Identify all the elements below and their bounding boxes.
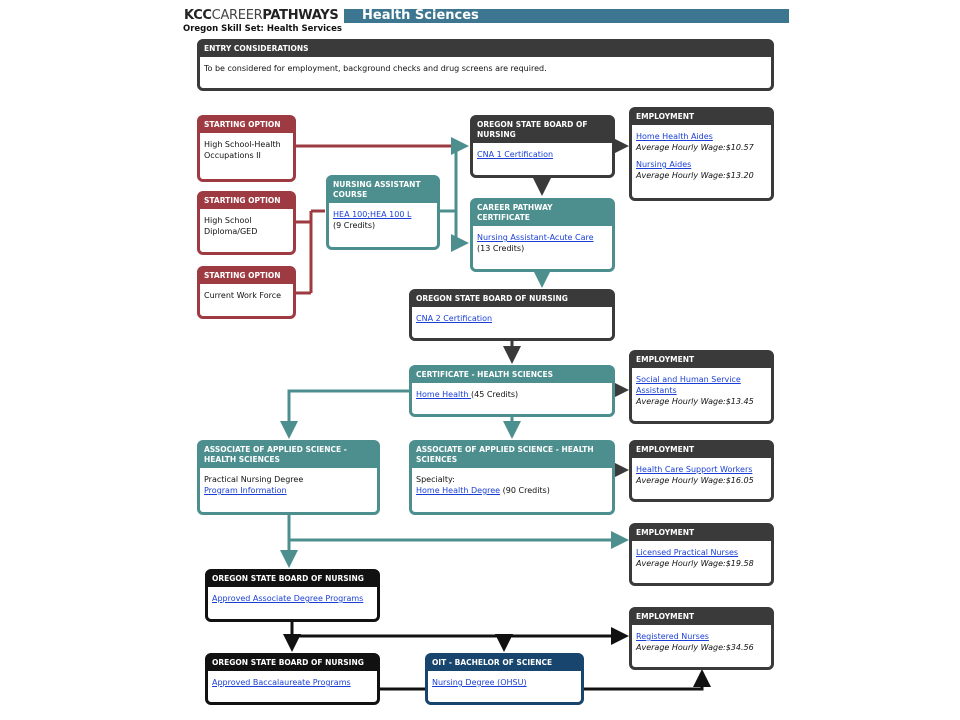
home-health-aides-link[interactable]: Home Health Aides xyxy=(636,132,713,141)
home-health-link[interactable]: Home Health xyxy=(416,390,471,399)
employment-box-social-services: EMPLOYMENT Social and Human Service Assi… xyxy=(629,350,774,424)
starting-option-diploma: STARTING OPTION High School Diploma/GED xyxy=(197,191,296,255)
wage-text: Average Hourly Wage:$10.57 xyxy=(636,143,754,152)
licensed-practical-nurses-link[interactable]: Licensed Practical Nurses xyxy=(636,548,739,557)
wage-text: Average Hourly Wage:$34.56 xyxy=(636,643,754,652)
employment-heading: EMPLOYMENT xyxy=(632,526,771,541)
employment-box-health-care-support: EMPLOYMENT Health Care Support Workers A… xyxy=(629,440,774,502)
entry-considerations-text: To be considered for employment, backgro… xyxy=(204,64,547,73)
cna1-certification-link[interactable]: CNA 1 Certification xyxy=(477,150,554,159)
aas-heading: ASSOCIATE OF APPLIED SCIENCE - HEALTH SC… xyxy=(200,443,377,468)
aas-specialty-label: Specialty: xyxy=(416,475,455,484)
employment-box-aides: EMPLOYMENT Home Health Aides Average Hou… xyxy=(629,107,774,201)
starting-option-text: Current Work Force xyxy=(204,291,282,300)
aas-heading: ASSOCIATE OF APPLIED SCIENCE - HEALTH SC… xyxy=(412,443,612,468)
certificate-health-sciences-box: CERTIFICATE - HEALTH SCIENCES Home Healt… xyxy=(409,365,615,417)
wage-text: Average Hourly Wage:$13.45 xyxy=(636,397,754,406)
starting-option-heading: STARTING OPTION xyxy=(200,269,293,284)
wage-text: Average Hourly Wage:$16.05 xyxy=(636,476,754,485)
hea-100-link[interactable]: HEA 100;HEA 100 L xyxy=(333,210,412,219)
oit-heading: OIT - BACHELOR OF SCIENCE xyxy=(428,656,581,671)
nursing-assistant-acute-care-link[interactable]: Nursing Assistant-Acute Care xyxy=(477,233,594,242)
osbn-cna2-box: OREGON STATE BOARD OF NURSING CNA 2 Cert… xyxy=(409,289,615,341)
entry-considerations-box: ENTRY CONSIDERATIONS To be considered fo… xyxy=(197,39,774,91)
employment-heading: EMPLOYMENT xyxy=(632,610,771,625)
osbn-cna1-box: OREGON STATE BOARD OF NURSING CNA 1 Cert… xyxy=(470,115,615,178)
social-human-service-assistants-link[interactable]: Social and Human Service Assistants xyxy=(636,375,741,395)
page-header: KCCCAREERPATHWAYS Health Sciences xyxy=(182,9,789,23)
wage-text: Average Hourly Wage:$19.58 xyxy=(636,559,754,568)
employment-heading: EMPLOYMENT xyxy=(632,443,771,458)
career-pathway-certificate-box: CAREER PATHWAY CERTIFICATE Nursing Assis… xyxy=(470,198,615,272)
osbn-heading: OREGON STATE BOARD OF NURSING xyxy=(473,118,612,143)
osbn-heading: OREGON STATE BOARD OF NURSING xyxy=(412,292,612,307)
nursing-aides-link[interactable]: Nursing Aides xyxy=(636,160,692,169)
aas2-credits: (90 Credits) xyxy=(500,486,550,495)
starting-option-health-occupations: STARTING OPTION High School-Health Occup… xyxy=(197,115,296,182)
aas-practical-nursing-box: ASSOCIATE OF APPLIED SCIENCE - HEALTH SC… xyxy=(197,440,380,515)
nursing-assistant-course-heading: NURSING ASSISTANT COURSE xyxy=(329,178,437,203)
starting-option-work-force: STARTING OPTION Current Work Force xyxy=(197,266,296,319)
career-pathway-certificate-heading: CAREER PATHWAY CERTIFICATE xyxy=(473,201,612,226)
approved-baccalaureate-programs-link[interactable]: Approved Baccalaureate Programs xyxy=(212,678,351,687)
page-title: Health Sciences xyxy=(362,8,479,23)
approved-associate-degree-programs-link[interactable]: Approved Associate Degree Programs xyxy=(212,594,364,603)
entry-considerations-heading: ENTRY CONSIDERATIONS xyxy=(200,42,771,57)
starting-option-heading: STARTING OPTION xyxy=(200,118,293,133)
program-information-link[interactable]: Program Information xyxy=(204,486,287,495)
cna2-certification-link[interactable]: CNA 2 Certification xyxy=(416,314,493,323)
starting-option-text: High School Diploma/GED xyxy=(204,216,258,236)
nac-credits: (9 Credits) xyxy=(333,221,376,230)
nursing-degree-ohsu-link[interactable]: Nursing Degree (OHSU) xyxy=(432,678,527,687)
osbn-heading: OREGON STATE BOARD OF NURSING xyxy=(208,572,377,587)
employment-box-rn: EMPLOYMENT Registered Nurses Average Hou… xyxy=(629,607,774,670)
osbn-baccalaureate-box: OREGON STATE BOARD OF NURSING Approved B… xyxy=(205,653,380,705)
aas-home-health-box: ASSOCIATE OF APPLIED SCIENCE - HEALTH SC… xyxy=(409,440,615,515)
employment-heading: EMPLOYMENT xyxy=(632,110,771,125)
certificate-health-sciences-heading: CERTIFICATE - HEALTH SCIENCES xyxy=(412,368,612,383)
health-care-support-workers-link[interactable]: Health Care Support Workers xyxy=(636,465,753,474)
starting-option-heading: STARTING OPTION xyxy=(200,194,293,209)
oit-bachelor-box: OIT - BACHELOR OF SCIENCE Nursing Degree… xyxy=(425,653,584,705)
kcc-logo: KCCCAREERPATHWAYS xyxy=(182,9,345,23)
cerths-credits: (45 Credits) xyxy=(470,390,519,399)
registered-nurses-link[interactable]: Registered Nurses xyxy=(636,632,709,641)
cpc-credits: (13 Credits) xyxy=(477,244,525,253)
aas-practical-nursing-text: Practical Nursing Degree xyxy=(204,475,304,484)
page-subtitle: Oregon Skill Set: Health Services xyxy=(183,24,342,34)
osbn-associate-degree-box: OREGON STATE BOARD OF NURSING Approved A… xyxy=(205,569,380,622)
starting-option-text: High School-Health Occupations II xyxy=(204,140,281,160)
nursing-assistant-course-box: NURSING ASSISTANT COURSE HEA 100;HEA 100… xyxy=(326,175,440,250)
home-health-degree-link[interactable]: Home Health Degree xyxy=(416,486,501,495)
wage-text: Average Hourly Wage:$13.20 xyxy=(636,171,754,180)
employment-heading: EMPLOYMENT xyxy=(632,353,771,368)
employment-box-lpn: EMPLOYMENT Licensed Practical Nurses Ave… xyxy=(629,523,774,586)
osbn-heading: OREGON STATE BOARD OF NURSING xyxy=(208,656,377,671)
